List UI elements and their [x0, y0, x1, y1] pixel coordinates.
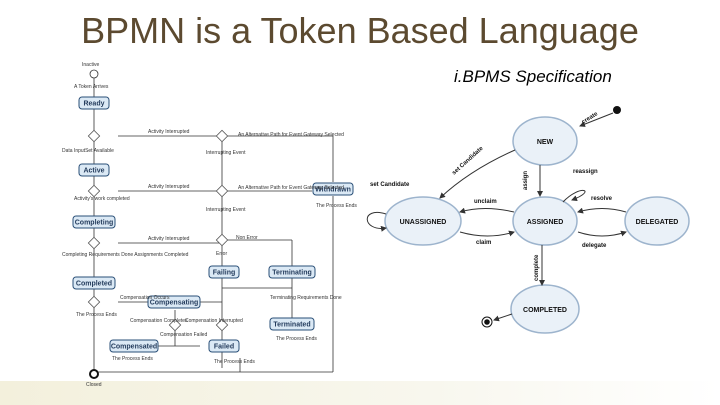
edge-set-candidate	[439, 149, 516, 199]
slide-subtitle: i.BPMS Specification	[454, 67, 612, 86]
state-completing-label: Completing	[75, 220, 114, 227]
label-process-ends-3: The Process Ends	[276, 336, 317, 342]
state-failed	[208, 339, 240, 353]
edge-set-candidate-self	[366, 212, 387, 232]
bpmn-lifecycle-diagram: Inactive A Token Arrives	[62, 62, 357, 388]
gateway-8	[168, 318, 182, 332]
state-completed-task-label: COMPLETED	[523, 307, 567, 314]
edge-set-candidate-self-label: set Candidate	[370, 182, 410, 188]
gateway-5	[87, 236, 101, 250]
state-ready-label: Ready	[83, 101, 104, 108]
edge-unclaim	[459, 207, 515, 214]
state-delegated-label: DELEGATED	[636, 219, 679, 226]
label-error: Error	[216, 251, 227, 257]
gateway-7	[87, 295, 101, 309]
gateway-3	[87, 184, 101, 198]
label-interrupting-event-1: Interrupting Event	[206, 150, 246, 156]
end-event-icon	[89, 369, 99, 379]
label-terminating-requirements: Terminating Requirements Done	[270, 295, 342, 301]
state-terminating	[268, 265, 316, 279]
label-process-ends-4: The Process Ends	[112, 356, 153, 362]
state-compensating-label: Compensating	[150, 300, 199, 307]
state-withdrawn	[312, 182, 354, 196]
edge-reassign	[562, 189, 586, 203]
edge-resolve	[577, 207, 627, 214]
edge-end	[493, 313, 513, 322]
state-withdrawn-label: Withdrawn	[315, 187, 351, 194]
label-compensation-failed: Compensation Failed	[160, 332, 207, 338]
label-activity-work-completed: Activity's work completed	[74, 196, 130, 202]
edge-unclaim-label: unclaim	[474, 199, 497, 205]
edge-create	[579, 112, 614, 127]
footer-band	[0, 381, 720, 405]
edge-claim-label: claim	[476, 240, 491, 246]
state-compensating	[147, 295, 201, 309]
edge-set-candidate-label: set Candidate	[451, 145, 485, 176]
label-alt-path-2: An Alternative Path for Event Gateway Se…	[238, 185, 344, 191]
slide-title: BPMN is a Token Based Language	[81, 10, 639, 51]
start-label: Inactive	[82, 62, 99, 68]
state-compensated	[109, 339, 159, 353]
state-unassigned-label: UNASSIGNED	[400, 219, 447, 226]
state-terminated	[269, 317, 315, 331]
state-unassigned	[384, 196, 462, 246]
label-activity-interrupted-3: Activity Interrupted	[148, 236, 190, 242]
label-compensation-occurs: Compensation Occurs	[120, 295, 170, 301]
edge-claim	[459, 230, 515, 237]
state-new-label: NEW	[537, 139, 554, 146]
state-terminated-label: Terminated	[273, 322, 310, 329]
state-assigned	[512, 196, 578, 246]
gateway-6	[215, 233, 229, 247]
state-failing-label: Failing	[213, 270, 236, 277]
state-completing	[72, 215, 116, 229]
state-compensated-label: Compensated	[111, 344, 157, 351]
label-process-ends-2: The Process Ends	[76, 312, 117, 318]
gateway-4	[215, 184, 229, 198]
edge-delegate	[577, 230, 627, 237]
state-ready	[78, 96, 110, 110]
gateway-2	[215, 129, 229, 143]
start-event-icon	[89, 69, 99, 79]
state-completed	[72, 276, 116, 290]
label-process-ends-5: The Process Ends	[214, 359, 255, 365]
start-event-label: A Token Arrives	[74, 84, 109, 90]
label-compensation-interrupted: Compensation Interrupted	[185, 318, 243, 324]
label-compensation-completes: Compensation Completes	[130, 318, 188, 324]
label-process-ends-1: The Process Ends	[316, 203, 357, 209]
end-state-inner-icon	[484, 319, 490, 325]
closed-label: Closed	[86, 382, 102, 388]
label-interrupting-event-2: Interrupting Event	[206, 207, 246, 213]
label-activity-interrupted-1: Activity Interrupted	[148, 129, 190, 135]
edge-assign-label: assign	[523, 171, 529, 190]
label-non-error: Non Error	[236, 235, 258, 241]
task-state-diagram: create NEW UNASSIGNED ASSIGNED DELEGATED…	[366, 106, 690, 334]
state-delegated	[624, 196, 690, 246]
gateway-9	[215, 318, 229, 332]
label-alt-path-1: An Alternative Path for Event Gateway Se…	[238, 132, 344, 138]
label-activity-interrupted-2: Activity Interrupted	[148, 184, 190, 190]
label-data-input: Data InputSet Available	[62, 148, 114, 154]
state-new	[512, 116, 578, 166]
gateway-1	[87, 129, 101, 143]
edge-resolve-label: resolve	[591, 196, 613, 202]
state-assigned-label: ASSIGNED	[527, 219, 564, 226]
state-failed-label: Failed	[214, 344, 234, 351]
edge-reassign-label: reassign	[573, 169, 598, 175]
edge-complete-label: complete	[534, 254, 540, 281]
state-active	[78, 163, 110, 177]
state-completed-label: Completed	[76, 281, 112, 288]
edge-create-label: create	[581, 111, 600, 126]
create-start-icon	[613, 106, 621, 114]
state-completed-task	[510, 284, 580, 334]
label-completing-requirements: Completing Requirements Done Assignments…	[62, 252, 189, 258]
edge-delegate-label: delegate	[582, 243, 607, 249]
state-active-label: Active	[83, 168, 104, 175]
state-terminating-label: Terminating	[272, 270, 312, 277]
state-failing	[208, 265, 240, 279]
